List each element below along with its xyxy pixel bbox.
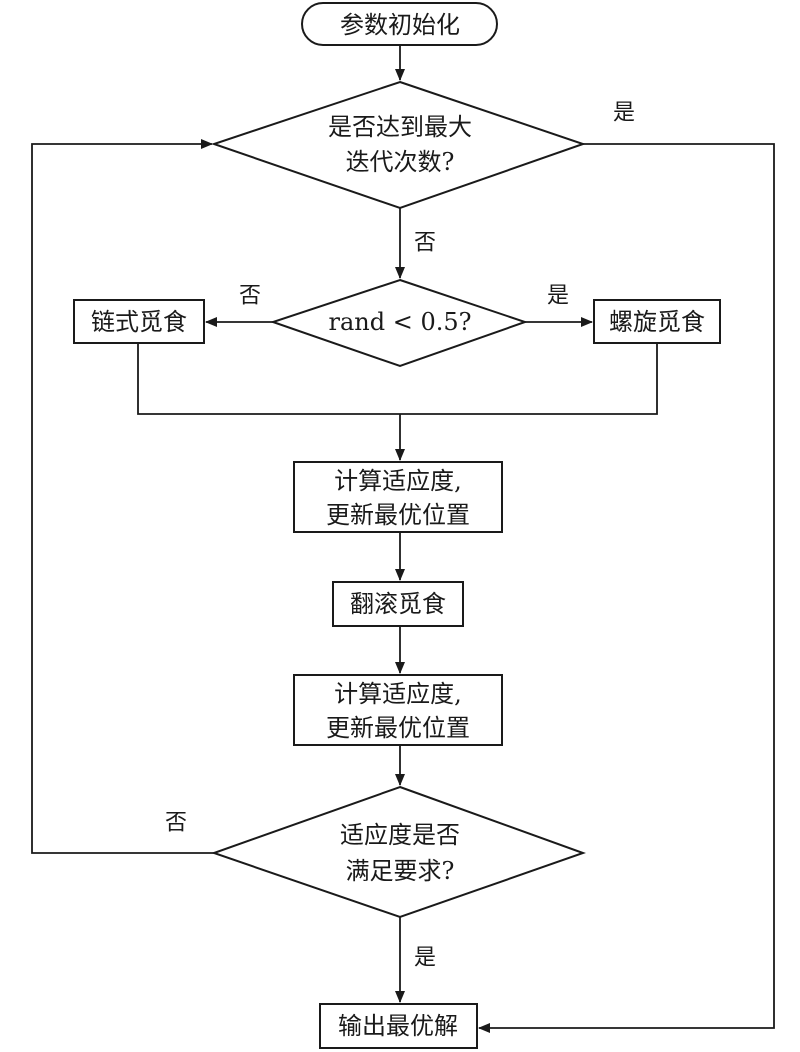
- chain-foraging-box: [73, 299, 205, 344]
- output-label: 输出最优解: [338, 1012, 458, 1040]
- chain-foraging-label: 链式觅食: [91, 308, 187, 336]
- rand-decision-label: rand < 0.5?: [328, 308, 471, 336]
- output-box: [319, 1003, 478, 1049]
- edge-label-rand-yes: 是: [547, 284, 569, 309]
- edge-label-max-iter-yes: 是: [613, 101, 635, 126]
- edge-label-rand-no: 否: [239, 284, 261, 309]
- edge-max-iter-yes: [478, 143, 775, 1033]
- edge-chain-merge: [137, 343, 658, 415]
- edge-satisfy-no: [31, 139, 214, 854]
- start-node-label: 参数初始化: [340, 11, 460, 39]
- max-iter-decision-label-2: 迭代次数?: [346, 148, 455, 176]
- edge-label-satisfy-no: 否: [165, 811, 187, 836]
- edge-label-satisfy-yes: 是: [414, 946, 436, 971]
- max-iter-decision-label-1: 是否达到最大: [328, 113, 472, 141]
- fitness-update-box-1: [293, 461, 503, 533]
- fitness-update-2-label-1: 计算适应度,: [334, 680, 462, 708]
- fitness-update-1-label-2: 更新最优位置: [326, 501, 470, 529]
- rand-decision: [269, 278, 529, 368]
- fitness-update-1-label-1: 计算适应度,: [334, 467, 462, 495]
- spiral-foraging-box: [593, 299, 721, 344]
- somersault-foraging-label: 翻滚觅食: [350, 590, 446, 618]
- somersault-foraging-box: [332, 581, 464, 627]
- edge-label-max-iter-no: 否: [414, 231, 436, 256]
- fitness-update-box-2: [293, 674, 503, 746]
- satisfy-decision-label-2: 满足要求?: [346, 857, 455, 885]
- max-iter-decision: [210, 80, 587, 210]
- satisfy-decision-label-1: 适应度是否: [340, 821, 460, 849]
- satisfy-decision: [210, 785, 586, 919]
- fitness-update-2-label-2: 更新最优位置: [326, 714, 470, 742]
- start-node: [301, 2, 498, 46]
- spiral-foraging-label: 螺旋觅食: [609, 308, 705, 336]
